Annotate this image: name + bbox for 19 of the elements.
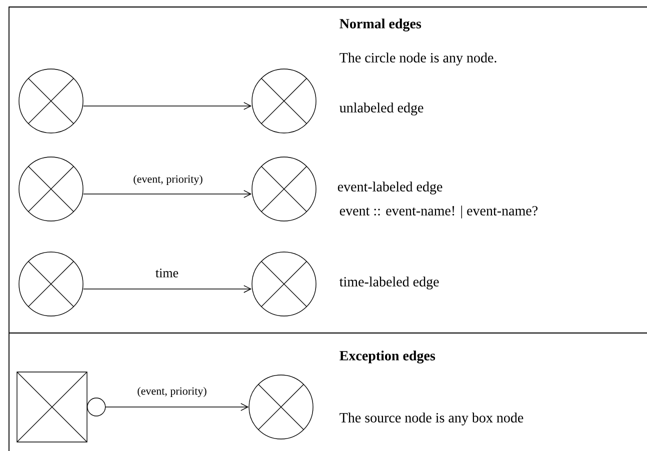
crossed-circle-node (18, 68, 84, 134)
edge-label: (event, priority) (138, 387, 206, 397)
exception-arrow (87, 398, 249, 416)
crossed-circle-node (248, 374, 314, 440)
note: unlabeled edge (340, 102, 424, 116)
crossed-circle-node (252, 156, 316, 222)
arrow (83, 190, 252, 198)
edge-label: (event, priority) (134, 175, 202, 185)
section-heading: Exception edges (340, 350, 436, 364)
crossed-circle-node (252, 68, 316, 134)
note: event :: event-name! | event-name? (340, 206, 538, 218)
edge-label: time (156, 268, 178, 278)
crossed-box-node (16, 372, 88, 442)
note: The circle node is any node. (340, 52, 496, 66)
crossed-circle-node (252, 252, 316, 316)
crossed-circle-node (18, 252, 84, 316)
arrow (83, 285, 252, 293)
arrow (83, 102, 252, 110)
crossed-circle-node (18, 156, 84, 222)
